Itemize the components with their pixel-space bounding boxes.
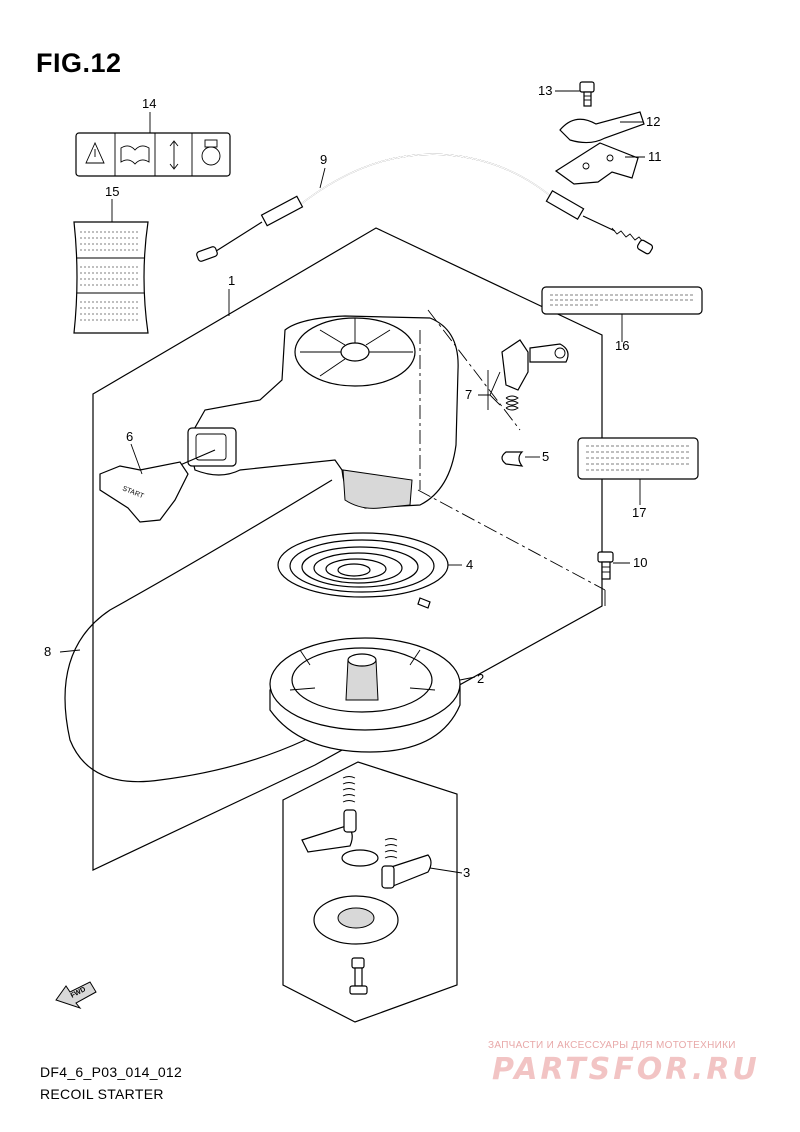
callout-1: 1: [228, 273, 235, 288]
callout-15: 15: [105, 184, 119, 199]
decal-15-caution-label: [73, 221, 149, 334]
e-clip-5: [501, 451, 524, 467]
starter-rope-8: [64, 479, 333, 783]
starter-handle-6: START: [99, 449, 216, 523]
starter-reel-2: [269, 637, 461, 753]
figure-code: DF4_6_P03_014_012: [40, 1064, 183, 1080]
recoil-spring-4: [277, 532, 449, 609]
callout-16: 16: [615, 338, 629, 353]
decal-14-warning-label: [75, 132, 231, 177]
figure-caption: RECOIL STARTER: [40, 1086, 164, 1102]
cable-clamp-bracket-11: [554, 142, 639, 185]
leader-lines: [59, 90, 645, 874]
callout-7: 7: [465, 387, 472, 402]
callout-14: 14: [142, 96, 156, 111]
callout-5: 5: [542, 449, 549, 464]
lever-7: [501, 339, 569, 411]
callout-17: 17: [632, 505, 646, 520]
figure-title: FIG.12: [36, 48, 122, 78]
callout-11: 11: [648, 149, 662, 164]
callout-2: 2: [477, 671, 484, 686]
callout-12: 12: [646, 114, 660, 129]
callout-9: 9: [320, 152, 327, 167]
watermark-logo: PARTSFOR.RU: [492, 1052, 760, 1087]
callout-3: 3: [463, 865, 470, 880]
manual-book-icon: [120, 145, 150, 165]
decal-17-label: [577, 437, 699, 480]
fwd-direction-arrow: FWD: [55, 981, 97, 1010]
assembly-frame: [92, 227, 603, 871]
callout-10: 10: [633, 555, 647, 570]
starter-housing-1: [187, 315, 459, 509]
bolt-13: [579, 81, 595, 107]
watermark-tagline: ЗАПЧАСТИ И АКСЕССУАРЫ ДЛЯ МОТОТЕХНИКИ: [488, 1040, 736, 1051]
assembly-guide-lines: [417, 309, 606, 591]
ratchet-assembly-3: [301, 776, 432, 995]
decal-16-label: [541, 286, 703, 315]
bolt-10: [597, 551, 614, 580]
lockout-cable-9: [196, 153, 654, 262]
callout-8: 8: [44, 644, 51, 659]
callout-6: 6: [126, 429, 133, 444]
warning-triangle-icon: [85, 141, 105, 164]
callout-4: 4: [466, 557, 473, 572]
cable-clamp-12: [559, 111, 645, 144]
callout-13: 13: [538, 83, 552, 98]
subassembly-frame: [282, 761, 458, 1023]
